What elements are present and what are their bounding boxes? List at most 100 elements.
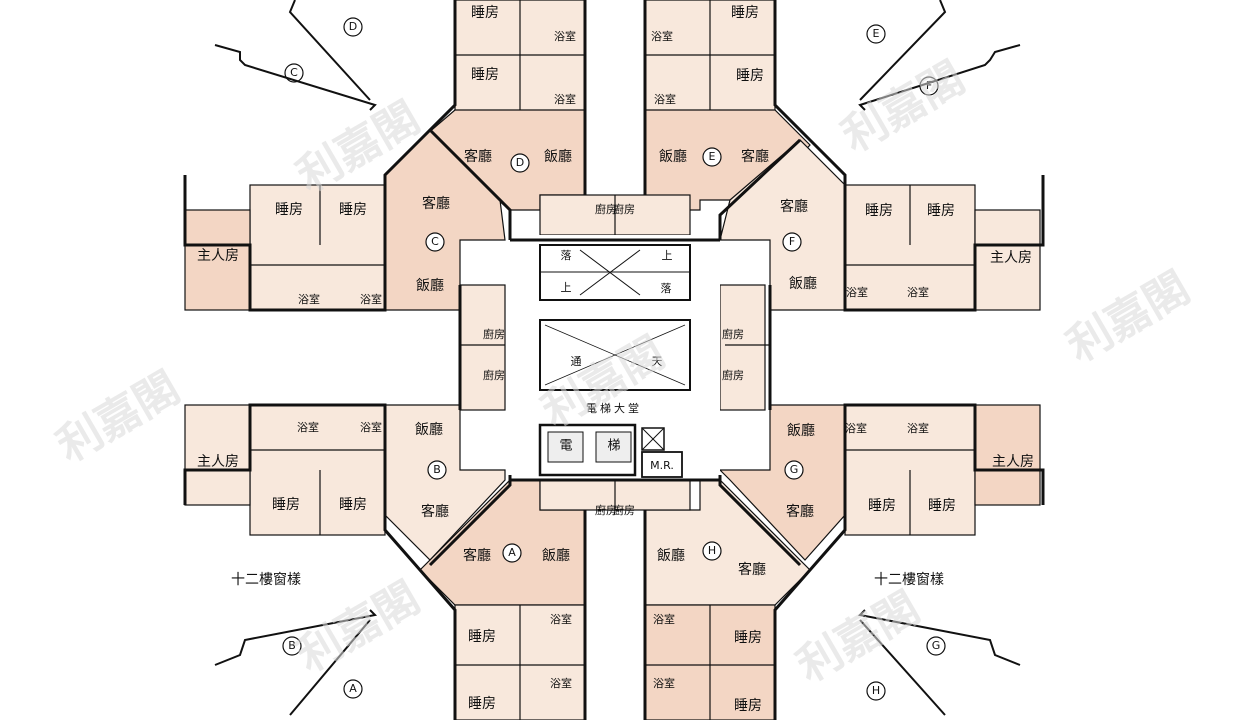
lift-1 [547,431,584,463]
label-bath: 浴室 [907,421,929,435]
bay-letter-g: G [932,639,941,652]
unit-g-master [974,404,1041,506]
label-bath: 浴室 [653,676,675,690]
lift-2 [595,431,632,463]
label-master: 主人房 [197,454,239,470]
label-bath: 浴室 [651,29,673,43]
label-kitchen: 廚房 [483,368,505,382]
unit-letter-e: E [709,150,716,163]
unit-b-master [184,404,251,506]
label-dining: 飯廳 [416,277,444,294]
label-lift-a: 電 [559,439,572,454]
label-kitchen: 廚房 [613,202,635,216]
label-bath: 浴室 [550,612,572,626]
label-bedroom: 睡房 [339,497,367,513]
unit-b-rooms [249,404,386,536]
label-stair-up: 上 [561,281,572,294]
label-kitchen: 廚房 [595,503,617,517]
label-lift-b: 梯 [607,439,620,454]
label-bedroom: 睡房 [928,498,956,514]
label-kitchen: 廚房 [613,503,635,517]
label-bath: 浴室 [298,292,320,306]
label-bedroom: 睡房 [275,202,303,218]
label-kitchen: 廚房 [483,327,505,341]
unit-letters: D E C F B G A H D C E F B A G H [288,20,940,697]
bay-window-captions: 十二樓窗樣 十二樓窗樣 [231,571,944,588]
partitions [250,0,975,720]
label-bath: 浴室 [550,676,572,690]
label-bedroom: 睡房 [734,698,762,714]
unit-letter-b: B [433,463,441,476]
label-bath: 浴室 [360,420,382,434]
label-master: 主人房 [197,248,239,264]
label-bedroom: 睡房 [272,497,300,513]
label-stair-down: 落 [561,249,572,262]
label-bath: 浴室 [360,292,382,306]
core-labels: 落 上 上 落 通 天 電梯大堂 電 梯 M.R. [559,249,673,472]
unit-letter-c: C [431,235,439,248]
label-dining: 飯廳 [544,148,572,165]
watermark: 利嘉閣 [789,582,929,692]
label-bath: 浴室 [845,421,867,435]
label-living: 客廳 [422,195,450,212]
label-living: 客廳 [463,547,491,564]
label-bath: 浴室 [653,612,675,626]
bay-windows [214,0,1021,716]
kitchen-strip-left [459,284,506,411]
bay-letter-c: C [290,66,298,79]
label-living: 客廳 [741,148,769,165]
label-living: 客廳 [780,198,808,215]
label-bath: 浴室 [297,420,319,434]
label-lift-lobby: 電梯大堂 [586,401,642,415]
label-bedroom: 睡房 [734,630,762,646]
label-bedroom: 睡房 [471,67,499,83]
unit-letter-f: F [789,235,795,248]
label-stair-up: 上 [662,249,673,262]
label-bath: 浴室 [846,285,868,299]
label-dining: 飯廳 [787,422,815,439]
label-bedroom: 睡房 [339,202,367,218]
label-bedroom: 睡房 [868,498,896,514]
label-kitchen: 廚房 [595,202,617,216]
unit-b-living [384,404,506,561]
watermark: 利嘉閣 [289,572,429,682]
label-master: 主人房 [992,454,1034,470]
label-living: 客廳 [738,561,766,578]
unit-letter-g: G [790,463,799,476]
bay-letter-h: H [872,684,880,697]
label-bath: 浴室 [554,92,576,106]
label-kitchen: 廚房 [722,327,744,341]
walls [183,0,1045,720]
bay-letter-e: E [873,27,880,40]
label-living: 客廳 [421,503,449,520]
label-dining: 飯廳 [657,547,685,564]
label-bath: 浴室 [654,92,676,106]
bay-letter-b: B [288,639,296,652]
label-bedroom: 睡房 [736,68,764,84]
unit-letter-a: A [508,546,516,559]
bay-letter-a: A [349,682,357,695]
bay-window-caption-left: 十二樓窗樣 [231,571,301,588]
unit-c-rooms [249,184,386,311]
label-bath: 浴室 [554,29,576,43]
label-living: 客廳 [786,503,814,520]
label-stair-down: 落 [661,282,672,295]
label-bedroom: 睡房 [468,629,496,645]
label-dining: 飯廳 [542,547,570,564]
bay-window-caption-right: 十二樓窗樣 [874,571,944,588]
label-bedroom: 睡房 [471,5,499,21]
watermark: 利嘉閣 [49,362,189,472]
label-dining: 飯廳 [789,275,817,292]
label-void-a: 通 [571,355,582,368]
label-bedroom: 睡房 [927,203,955,219]
label-living: 客廳 [464,148,492,165]
label-void-b: 天 [652,355,663,368]
label-motor-room: M.R. [650,459,674,472]
room-labels: 睡房 睡房 浴室 浴室 睡房 睡房 浴室 浴室 客廳 飯廳 飯廳 客廳 廚房 廚… [197,5,1034,714]
bay-letter-d: D [349,20,357,33]
label-master: 主人房 [990,250,1032,266]
kitchen-strip-right [719,284,766,411]
bay-letter-f: F [926,79,932,92]
central-core [510,235,720,480]
